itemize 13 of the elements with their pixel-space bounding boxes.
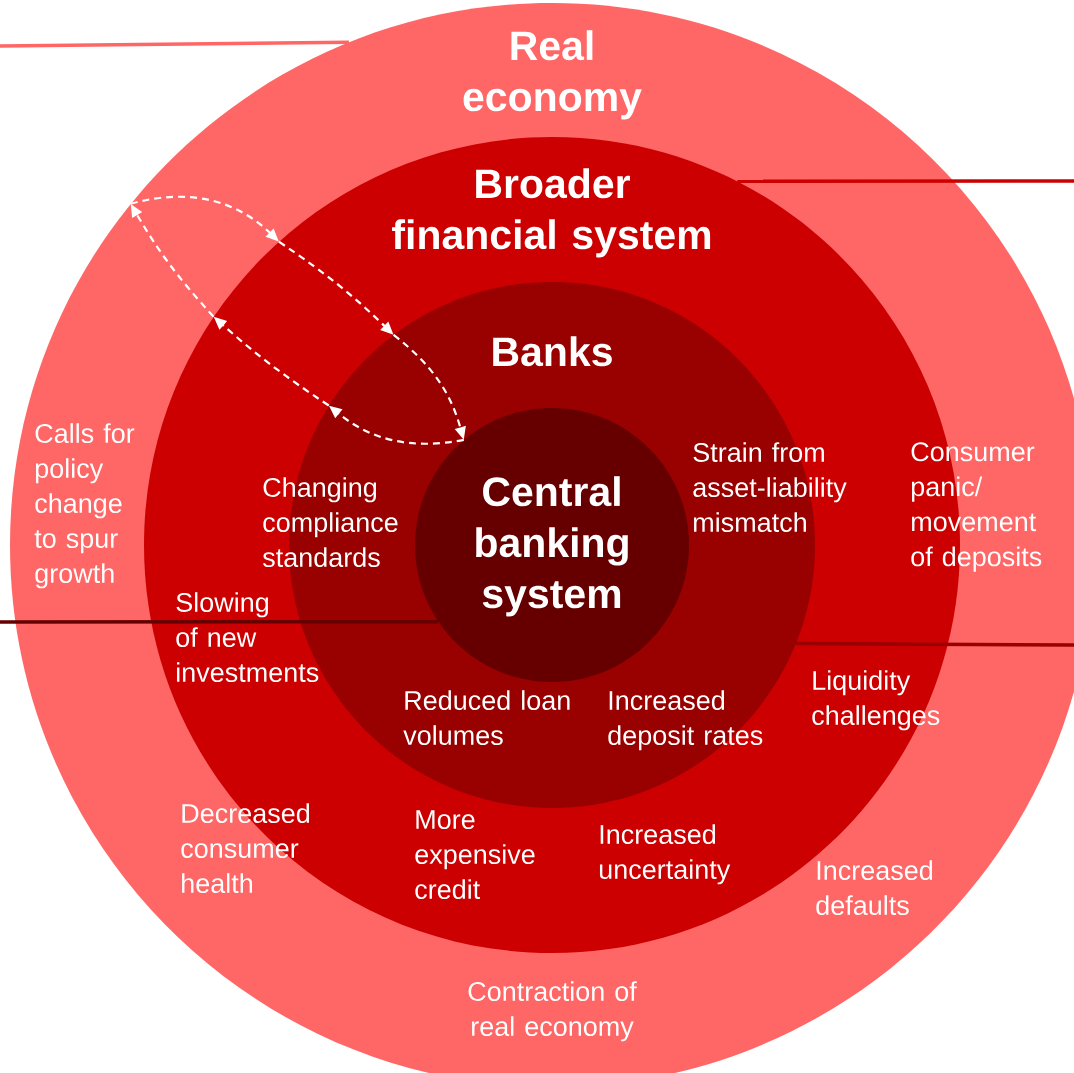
center-disk: Central banking system bbox=[415, 408, 689, 682]
item-text: Increased uncertainty bbox=[599, 824, 731, 885]
leader-line bbox=[0, 619, 439, 624]
item-text: Calls for policy change to spur growth bbox=[34, 423, 135, 589]
item-text: More expensive credit bbox=[415, 810, 535, 900]
leader-line bbox=[737, 179, 1074, 184]
item-text: Increased defaults bbox=[816, 860, 933, 916]
item-text: Contraction of real economy bbox=[468, 981, 637, 1042]
leader-line bbox=[0, 40, 349, 48]
item-text: Increased deposit rates bbox=[608, 690, 763, 751]
leader-line bbox=[796, 641, 1074, 647]
item-text: Liquidity challenges bbox=[812, 670, 940, 731]
item-text: Slowing of new investments bbox=[176, 592, 319, 683]
